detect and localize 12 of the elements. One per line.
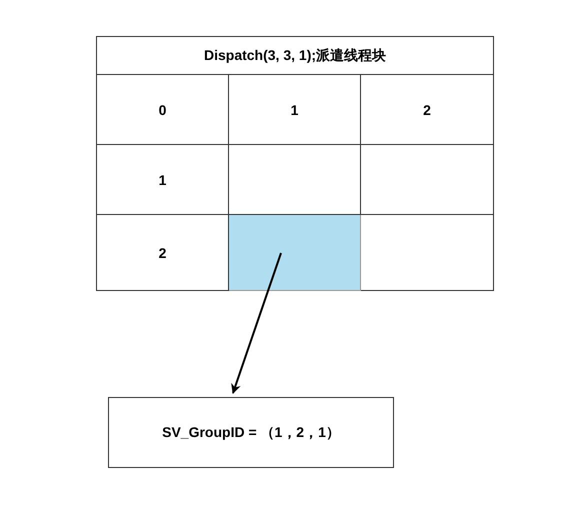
table-header: Dispatch(3, 3, 1);派遣线程块 xyxy=(96,36,494,75)
table-cell: 1 xyxy=(229,75,361,145)
table-cell: 2 xyxy=(96,215,229,291)
table-cell: 1 xyxy=(96,145,229,215)
text-box: SV_GroupID = （1，2，1） xyxy=(108,397,394,468)
table-cell: 2 xyxy=(361,75,494,145)
table-cell: 0 xyxy=(96,75,229,145)
table-cell xyxy=(361,215,494,291)
highlighted-cell xyxy=(229,215,361,291)
table-cell xyxy=(229,145,361,215)
table-cell xyxy=(361,145,494,215)
arrow xyxy=(231,252,282,394)
